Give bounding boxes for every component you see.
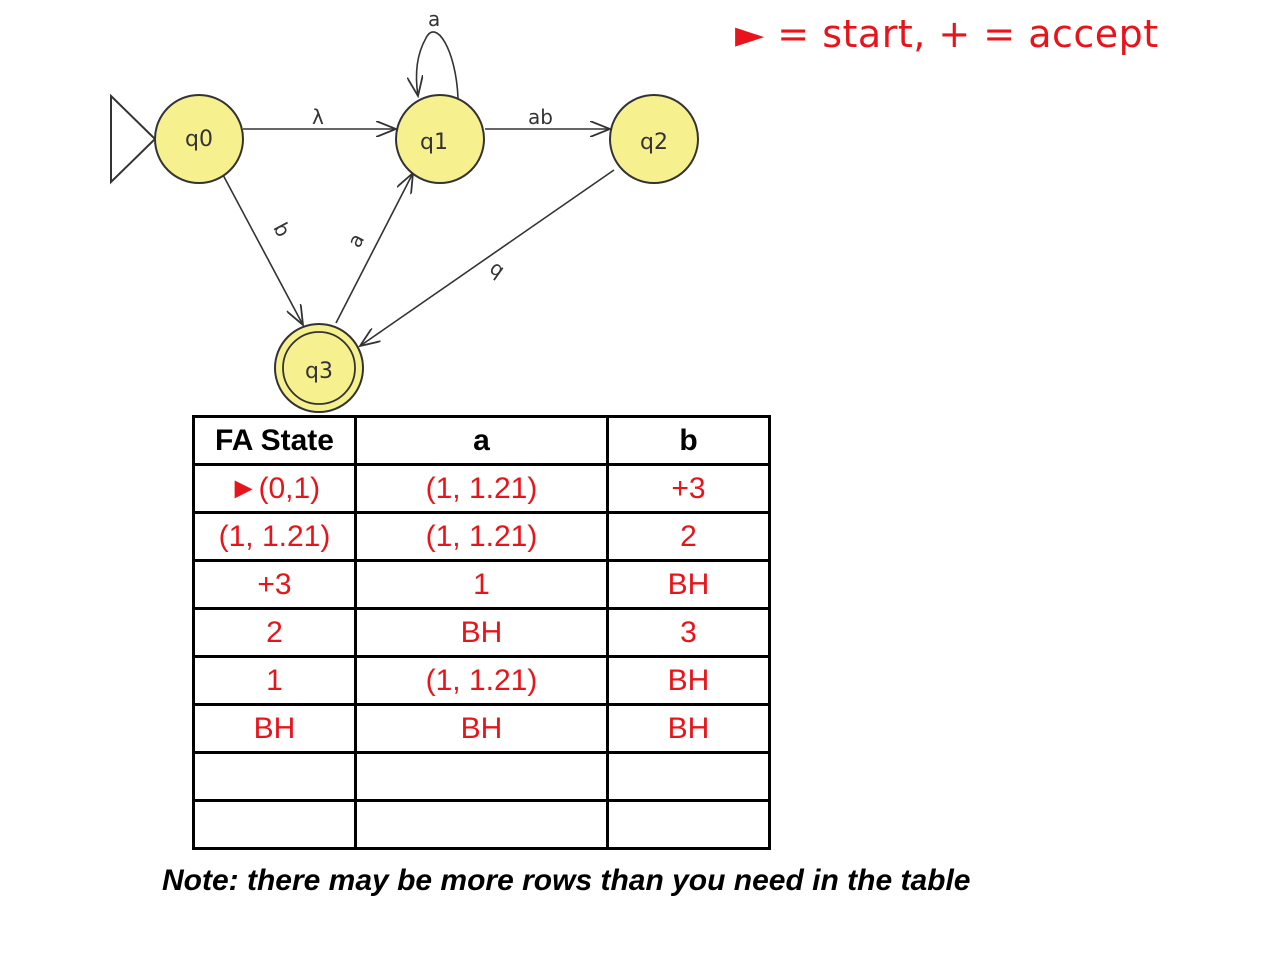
table-cell xyxy=(192,751,357,802)
table-cell xyxy=(354,751,609,802)
state-label: q3 xyxy=(305,359,333,384)
table-cell: 1 xyxy=(354,559,609,610)
header-a: a xyxy=(354,415,609,466)
table-cell: (1, 1.21) xyxy=(354,463,609,514)
transition-q0-q3: b xyxy=(221,172,303,325)
table-cell: 2 xyxy=(606,511,771,562)
table-row: BH BH BH xyxy=(192,703,771,754)
transition-q0-q1: λ xyxy=(243,105,396,129)
table-cell: 2 xyxy=(192,607,357,658)
table-cell: BH xyxy=(606,655,771,706)
transition-label: a xyxy=(342,229,369,251)
table-cell xyxy=(354,799,609,850)
table-row: 2 BH 3 xyxy=(192,607,771,658)
state-label: q2 xyxy=(640,130,668,155)
transition-q2-q3: b xyxy=(360,169,615,346)
table-cell: (1, 1.21) xyxy=(354,655,609,706)
transition-label: λ xyxy=(312,105,324,129)
transition-q3-q1: a xyxy=(335,173,413,324)
table-note: Note: there may be more rows than you ne… xyxy=(162,864,971,897)
transition-label: ab xyxy=(528,105,553,129)
table-cell xyxy=(192,799,357,850)
transition-label: b xyxy=(484,258,508,285)
table-cell: 3 xyxy=(606,607,771,658)
table-cell: (1, 1.21) xyxy=(354,511,609,562)
table-row: 1 (1, 1.21) BH xyxy=(192,655,771,706)
table-cell: BH xyxy=(192,703,357,754)
table-row: +3 1 BH xyxy=(192,559,771,610)
table-cell: BH xyxy=(606,559,771,610)
legend: ► = start, + = accept xyxy=(735,12,1159,56)
table-cell xyxy=(606,751,771,802)
table-cell: 1 xyxy=(192,655,357,706)
table-cell: +3 xyxy=(606,463,771,514)
table-row xyxy=(192,799,771,850)
transition-label: a xyxy=(428,7,440,31)
table-cell: BH xyxy=(354,703,609,754)
header-fa-state: FA State xyxy=(192,415,357,466)
transition-label: b xyxy=(268,218,295,240)
start-marker-icon xyxy=(110,93,157,185)
table-cell: +3 xyxy=(192,559,357,610)
table-cell: ►(0,1) xyxy=(192,463,357,514)
state-label: q0 xyxy=(185,127,213,152)
table-header-row: FA State a b xyxy=(192,415,771,466)
table-row xyxy=(192,751,771,802)
state-q3: q3 xyxy=(274,323,364,413)
table-cell: BH xyxy=(354,607,609,658)
state-q0: q0 xyxy=(154,94,244,184)
transition-q1-q2: ab xyxy=(485,105,610,129)
transition-table: FA State a b ►(0,1) (1, 1.21) +3 (1, 1.2… xyxy=(192,415,771,850)
table-cell xyxy=(606,799,771,850)
header-b: b xyxy=(606,415,771,466)
state-q2: q2 xyxy=(609,94,699,184)
table-row: (1, 1.21) (1, 1.21) 2 xyxy=(192,511,771,562)
table-cell: BH xyxy=(606,703,771,754)
automaton-diagram: λ a ab b a b q0 q1 q2 q3 xyxy=(110,7,699,413)
state-q1: q1 xyxy=(395,94,485,184)
transition-q1-q1: a xyxy=(416,7,459,98)
table-cell: (1, 1.21) xyxy=(192,511,357,562)
state-label: q1 xyxy=(420,130,448,155)
table-row: ►(0,1) (1, 1.21) +3 xyxy=(192,463,771,514)
